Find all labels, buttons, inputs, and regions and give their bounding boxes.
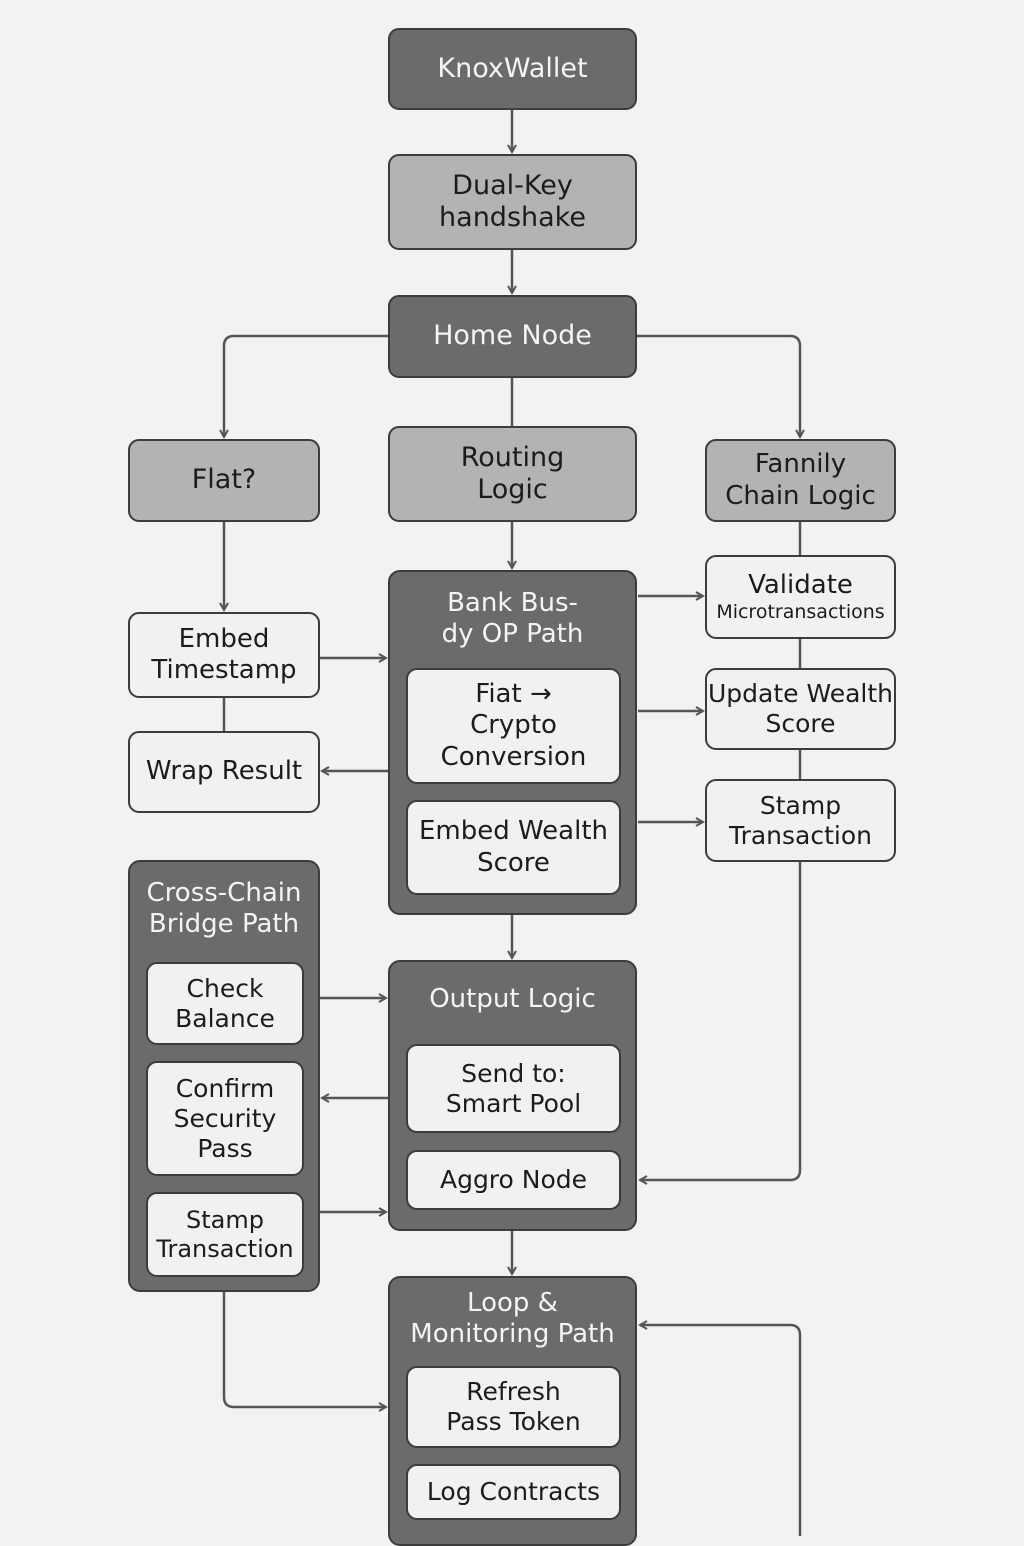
embed-timestamp-node: Embed Timestamp: [128, 612, 320, 698]
flat-node: Flat?: [128, 439, 320, 522]
validate-label: Validate: [748, 570, 853, 600]
fiat-line2: Crypto: [470, 710, 557, 741]
arrow-stamp-to-aggro: [640, 862, 802, 1180]
send-to-smart-pool-node: Send to: Smart Pool: [406, 1044, 621, 1133]
aggro-node-label: Aggro Node: [439, 1165, 588, 1194]
confirm-security-pass-node: Confirm Security Pass: [146, 1061, 304, 1176]
knoxwallet-node: KnoxWallet: [388, 28, 637, 110]
confirm-line2: Security: [173, 1103, 277, 1133]
check-balance-line1: Check: [186, 973, 264, 1003]
refresh-pass-token-node: Refresh Pass Token: [406, 1366, 621, 1448]
stamp-right-line1: Stamp: [759, 790, 842, 820]
stamp-transaction-right-node: Stamp Transaction: [705, 779, 896, 862]
arrow-cross-to-loop: [222, 1292, 386, 1407]
arrow-home-to-family: [636, 334, 800, 437]
fiat-line1: Fiat →: [475, 679, 552, 710]
routing-label-line1: Routing: [460, 441, 565, 473]
validate-microtransactions-node: Validate Microtransactions: [705, 555, 896, 639]
knoxwallet-label: KnoxWallet: [437, 52, 588, 84]
confirm-line3: Pass: [197, 1133, 253, 1163]
log-contracts-node: Log Contracts: [406, 1464, 621, 1520]
routing-label-line2: Logic: [477, 474, 548, 505]
arrow-home-to-flat: [224, 334, 388, 437]
flat-label: Flat?: [191, 464, 257, 496]
loop-title-line1: Loop &: [467, 1288, 558, 1318]
embed-wealth-score-node: Embed Wealth Score: [406, 800, 621, 895]
bank-title-line1: Bank Bus-: [447, 588, 578, 618]
check-balance-node: Check Balance: [146, 962, 304, 1045]
stamp-transaction-left-node: Stamp Transaction: [146, 1192, 304, 1277]
loop-title-line2: Monitoring Path: [410, 1319, 615, 1350]
bank-op-path-title: Bank Bus- dy OP Path: [390, 588, 635, 650]
refresh-line1: Refresh: [466, 1377, 561, 1406]
send-to-line2: Smart Pool: [445, 1088, 582, 1118]
arrow-return-to-loop: [640, 1325, 802, 1536]
log-contracts-label: Log Contracts: [426, 1477, 601, 1506]
fiat-crypto-conversion-node: Fiat → Crypto Conversion: [406, 668, 621, 784]
embed-wealth-line2: Score: [477, 847, 550, 878]
dual-key-label-line1: Dual-Key: [452, 169, 573, 201]
loop-monitoring-group: Loop & Monitoring Path Refresh Pass Toke…: [388, 1276, 637, 1546]
wrap-result-node: Wrap Result: [128, 731, 320, 813]
embed-timestamp-line1: Embed: [178, 623, 270, 654]
bank-title-line2: dy OP Path: [441, 619, 584, 650]
dual-key-handshake-node: Dual-Key handshake: [388, 154, 637, 250]
microtransactions-label: Microtransactions: [716, 601, 885, 624]
check-balance-line2: Balance: [175, 1003, 275, 1033]
embed-wealth-line1: Embed Wealth: [418, 816, 609, 847]
cross-title-line1: Cross-Chain: [146, 878, 302, 908]
confirm-line1: Confirm: [175, 1073, 275, 1103]
bank-op-path-group: Bank Bus- dy OP Path Fiat → Crypto Conve…: [388, 570, 637, 915]
send-to-line1: Send to:: [461, 1058, 566, 1088]
routing-logic-node: Routing Logic: [388, 426, 637, 522]
embed-timestamp-line2: Timestamp: [151, 655, 297, 685]
cross-title-line2: Bridge Path: [148, 909, 300, 940]
update-wealth-line1: Update Wealth: [707, 679, 894, 708]
home-node-label: Home Node: [433, 320, 592, 352]
stamp-right-line2: Transaction: [728, 820, 873, 850]
dual-key-label-line2: handshake: [439, 202, 586, 233]
loop-monitoring-title: Loop & Monitoring Path: [390, 1288, 635, 1350]
update-wealth-line2: Score: [765, 709, 836, 738]
update-wealth-score-node: Update Wealth Score: [705, 668, 896, 750]
refresh-line2: Pass Token: [446, 1407, 581, 1436]
family-chain-logic-node: Fannily Chain Logic: [705, 439, 896, 522]
fiat-line3: Conversion: [440, 741, 587, 772]
output-logic-group: Output Logic Send to: Smart Pool Aggro N…: [388, 960, 637, 1231]
home-node: Home Node: [388, 295, 637, 378]
stamp-left-line1: Stamp: [186, 1205, 264, 1234]
family-label-line2: Chain Logic: [725, 480, 876, 511]
aggro-node: Aggro Node: [406, 1150, 621, 1210]
cross-chain-title: Cross-Chain Bridge Path: [130, 878, 318, 940]
cross-chain-bridge-group: Cross-Chain Bridge Path Check Balance Co…: [128, 860, 320, 1292]
output-logic-title: Output Logic: [429, 984, 596, 1014]
wrap-result-label: Wrap Result: [145, 756, 303, 787]
family-label-line1: Fannily: [754, 449, 847, 480]
stamp-left-line2: Transaction: [156, 1234, 294, 1263]
